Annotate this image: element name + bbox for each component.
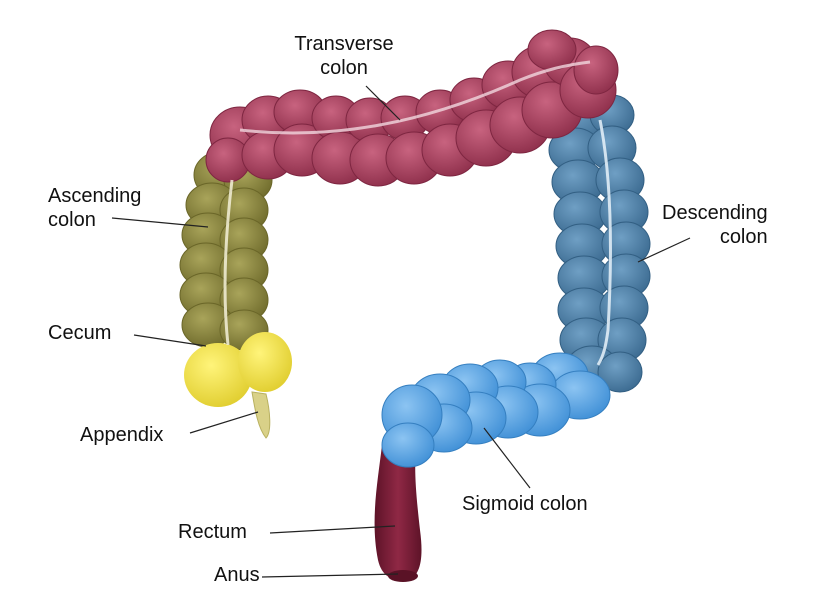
appendix-shape	[251, 391, 271, 439]
transverse-colon-label-line1: Transverse	[294, 33, 394, 55]
appendix-label: Appendix	[80, 424, 164, 446]
ascending-colon-label-line1: Ascending	[48, 185, 142, 207]
haustrum	[381, 422, 435, 468]
descending-taenia	[596, 119, 612, 366]
cecum-leader-line	[133, 334, 207, 347]
rectum-shape	[374, 445, 422, 582]
transverse-colon-label-line2: colon	[320, 57, 368, 79]
descending-leader-line	[637, 237, 691, 263]
descending-colon-label: Descending colon	[662, 201, 768, 249]
sigmoid-colon-shape	[381, 352, 611, 468]
transverse-colon-shape	[205, 29, 619, 187]
anus-leader-line	[261, 573, 399, 578]
anus-shape	[388, 570, 418, 582]
sigmoid-colon-label: Sigmoid colon	[462, 493, 588, 515]
ascending-colon-label: Ascending colon	[48, 184, 141, 232]
rectum-label: Rectum	[178, 521, 247, 543]
ascending-taenia	[223, 179, 234, 346]
haustrum	[597, 351, 643, 393]
cecum-label: Cecum	[48, 322, 112, 344]
rectum-leader-line	[269, 525, 396, 534]
descending-colon-label-line1: Descending	[662, 202, 768, 224]
transverse-colon-label: Transverse colon	[284, 32, 404, 80]
ascending-colon-label-line2: colon	[48, 209, 96, 231]
transverse-taenia	[239, 60, 591, 135]
haustrum	[573, 45, 619, 95]
descending-colon-shape	[548, 94, 651, 393]
appendix-leader-line	[189, 411, 259, 434]
anus-label: Anus	[214, 564, 260, 586]
transverse-leader-line	[365, 85, 401, 121]
sigmoid-leader-line	[483, 427, 531, 489]
ascending-leader-line	[111, 217, 209, 228]
descending-colon-label-line2: colon	[719, 226, 768, 248]
cecum-shape	[184, 332, 292, 407]
